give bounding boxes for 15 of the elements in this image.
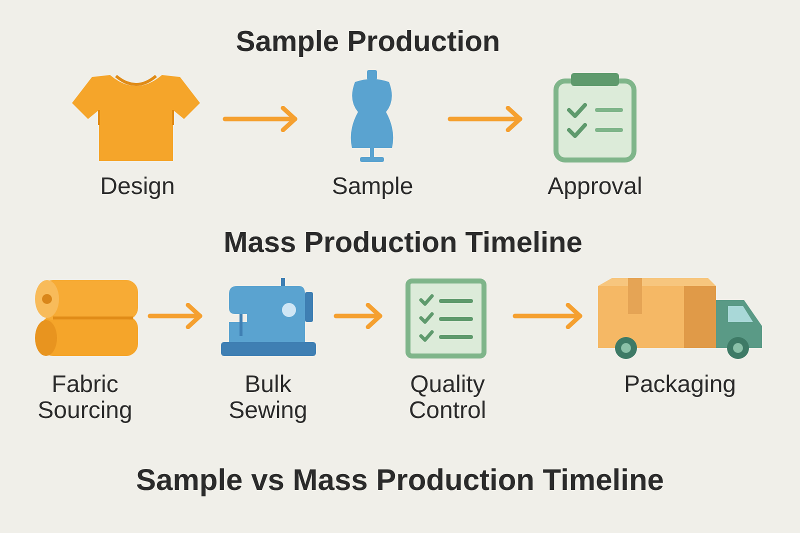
arrow <box>334 302 382 330</box>
arrow <box>222 106 298 132</box>
step-label: Design <box>100 174 175 200</box>
step-label: Approval <box>548 174 642 200</box>
arrow <box>512 302 582 330</box>
step-label: Bulk Sewing <box>228 372 308 424</box>
section-heading: Sample Production <box>236 26 500 59</box>
step-label: Sample <box>332 174 414 200</box>
arrow <box>148 302 202 330</box>
step-label: Packaging <box>624 372 736 398</box>
step-label: Fabric Sourcing <box>36 372 134 424</box>
arrow <box>448 106 522 132</box>
diagram-title: Sample vs Mass Production Timeline <box>136 464 664 498</box>
section-heading: Mass Production Timeline <box>224 227 582 260</box>
step-label: Quality Control <box>408 372 488 424</box>
